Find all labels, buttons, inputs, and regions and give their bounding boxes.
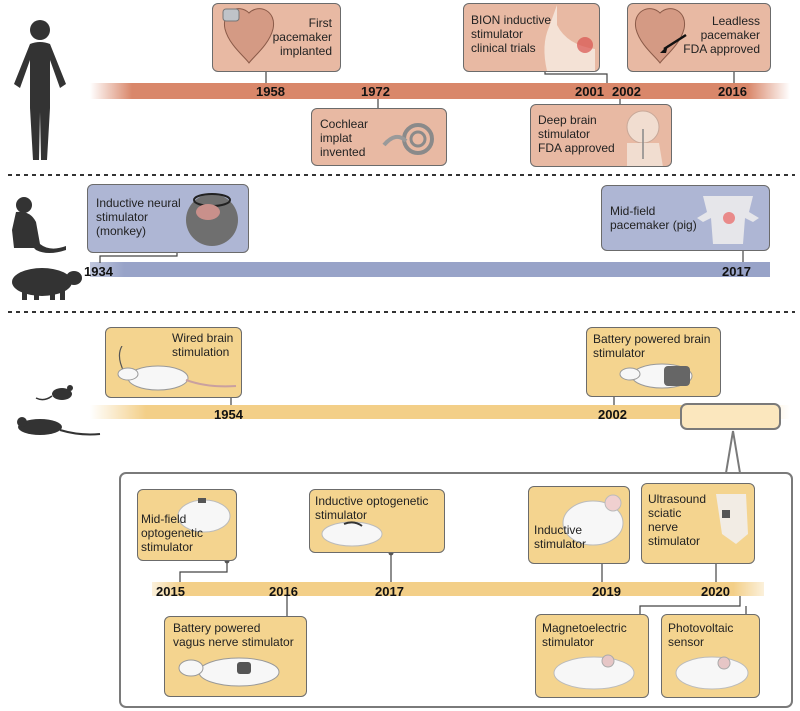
shoulder-implant-icon — [544, 5, 595, 71]
year-label: 2019 — [592, 584, 621, 599]
event-text: Leadless pacemaker FDA approved — [683, 14, 760, 56]
human-silhouette-icon — [14, 20, 66, 160]
year-label: 2002 — [598, 407, 627, 422]
year-label: 2002 — [612, 84, 641, 99]
event-text: Magnetoelectric stimulator — [542, 621, 627, 649]
event-text: BION inductive stimulator clinical trial… — [471, 13, 552, 55]
heart-pacemaker-icon — [222, 8, 275, 64]
event-card-battery-brain: Battery powered brain stimulator — [586, 327, 721, 397]
monkey-head-icon — [186, 193, 238, 246]
year-label: 2017 — [722, 264, 751, 279]
event-text: Battery powered brain stimulator — [593, 332, 711, 360]
event-card-leadless-pacemaker: Leadless pacemaker FDA approved — [627, 3, 771, 72]
rat-silhouette-icon — [17, 417, 101, 436]
event-text: Photovoltaic sensor — [668, 621, 734, 649]
head-implant-icon — [626, 110, 663, 166]
rodent-timeline-band — [90, 405, 790, 419]
event-text: Cochlear implat invented — [320, 117, 369, 159]
event-card-inductive-optogenetic: Inductive optogenetic stimulator — [309, 489, 445, 553]
wired-rat-icon — [117, 346, 237, 391]
event-card-first-pacemaker: First pacemaker implanted — [212, 3, 341, 72]
rat-head-icon — [553, 654, 635, 690]
event-card-mid-field-pacemaker: Mid-field pacemaker (pig) — [601, 185, 770, 251]
event-text: Inductive optogenetic stimulator — [315, 494, 429, 522]
event-text: Wired brain stimulation — [172, 331, 234, 359]
event-text: First pacemaker implanted — [272, 16, 332, 58]
cochlea-icon — [382, 123, 434, 155]
event-card-bion: BION inductive stimulator clinical trial… — [463, 3, 600, 72]
mouse-silhouette-icon — [35, 385, 73, 401]
event-text: Mid-field pacemaker (pig) — [610, 204, 697, 232]
human-timeline-band — [90, 83, 790, 99]
year-label: 2001 — [575, 84, 604, 99]
event-card-battery-vagus: Battery powered vagus nerve stimulator — [164, 616, 307, 697]
rat-head-icon — [321, 521, 383, 547]
pig-torso-icon — [697, 196, 759, 244]
event-card-mid-field-optogenetic: Mid-field optogenetic stimulator — [137, 489, 237, 561]
pig-silhouette-icon — [12, 268, 82, 300]
year-label: 2017 — [375, 584, 404, 599]
year-label: 1934 — [84, 264, 113, 279]
event-text: Mid-field optogenetic stimulator — [141, 512, 204, 554]
monkey-silhouette-icon — [12, 197, 66, 253]
animal-timeline-band — [90, 262, 770, 277]
zoom-box — [119, 472, 793, 708]
year-label: 2016 — [269, 584, 298, 599]
event-card-inductive-stimulator: Inductive stimulator — [528, 486, 630, 564]
year-label: 1954 — [214, 407, 243, 422]
zoom-timeline-band — [152, 582, 764, 596]
leadless-heart-icon — [634, 8, 687, 64]
year-label: 1972 — [361, 84, 390, 99]
event-text: Inductive neural stimulator (monkey) — [96, 196, 181, 238]
event-card-cochlear: Cochlear implat invented — [311, 108, 447, 166]
event-text: Deep brain stimulator FDA approved — [538, 113, 615, 155]
battery-rat-icon — [178, 657, 280, 687]
event-card-inductive-neural: Inductive neural stimulator (monkey) — [87, 184, 249, 253]
zoom-region-marker — [680, 403, 781, 430]
year-label: 1958 — [256, 84, 285, 99]
event-card-wired-brain: Wired brain stimulation — [105, 327, 242, 398]
rat-head-icon — [675, 656, 749, 690]
year-label: 2015 — [156, 584, 185, 599]
event-card-photovoltaic: Photovoltaic sensor — [661, 614, 760, 698]
event-card-deep-brain: Deep brain stimulator FDA approved — [530, 104, 672, 167]
event-text: Battery powered vagus nerve stimulator — [173, 621, 294, 649]
rat-head-icon — [177, 498, 231, 533]
event-text: Inductive stimulator — [534, 523, 587, 551]
year-label: 2020 — [701, 584, 730, 599]
rat-head-icon — [562, 494, 624, 546]
leg-implant-icon — [716, 494, 748, 544]
zoom-callout — [725, 430, 741, 474]
event-card-ultrasound-sciatic: Ultrasound sciatic nerve stimulator — [641, 483, 755, 564]
event-card-magnetoelectric: Magnetoelectric stimulator — [535, 614, 649, 698]
battery-rat-icon — [619, 363, 693, 389]
event-text: Ultrasound sciatic nerve stimulator — [648, 492, 707, 548]
year-label: 2016 — [718, 84, 747, 99]
rodent-connectors — [230, 381, 615, 405]
